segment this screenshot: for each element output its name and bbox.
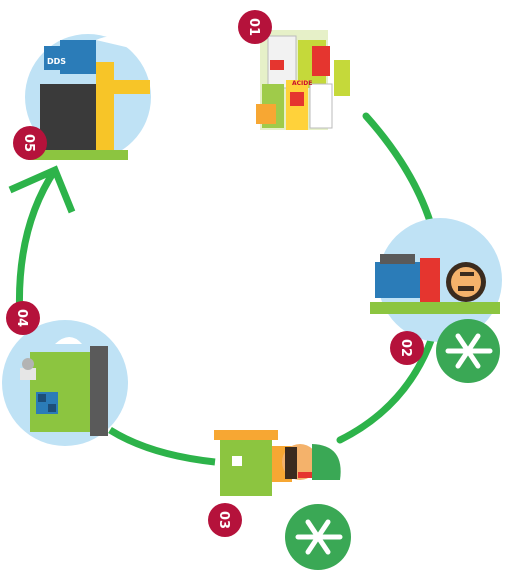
step-05-dds: DDS [25, 34, 151, 160]
badge-02-label: 02 [398, 339, 413, 357]
badge-03: 03 [208, 503, 242, 537]
step-03-sorting [214, 430, 341, 496]
step-02-collection [370, 218, 502, 342]
badge-05: 05 [13, 126, 47, 160]
badge-05-label: 05 [21, 134, 36, 152]
badge-01-label: 01 [246, 18, 261, 36]
step-04-facility [2, 320, 128, 446]
badge-03-label: 03 [216, 511, 231, 529]
recycle-icon-02 [436, 319, 500, 383]
badge-01: 01 [238, 10, 272, 44]
badge-04: 04 [6, 301, 40, 335]
dds-sign: DDS [47, 57, 66, 66]
step-01-products: ACIDE [256, 30, 350, 130]
badge-04-label: 04 [14, 309, 29, 327]
badge-02: 02 [390, 331, 424, 365]
recycle-icon-03 [285, 504, 351, 570]
product-label-1: ACIDE [292, 80, 312, 87]
